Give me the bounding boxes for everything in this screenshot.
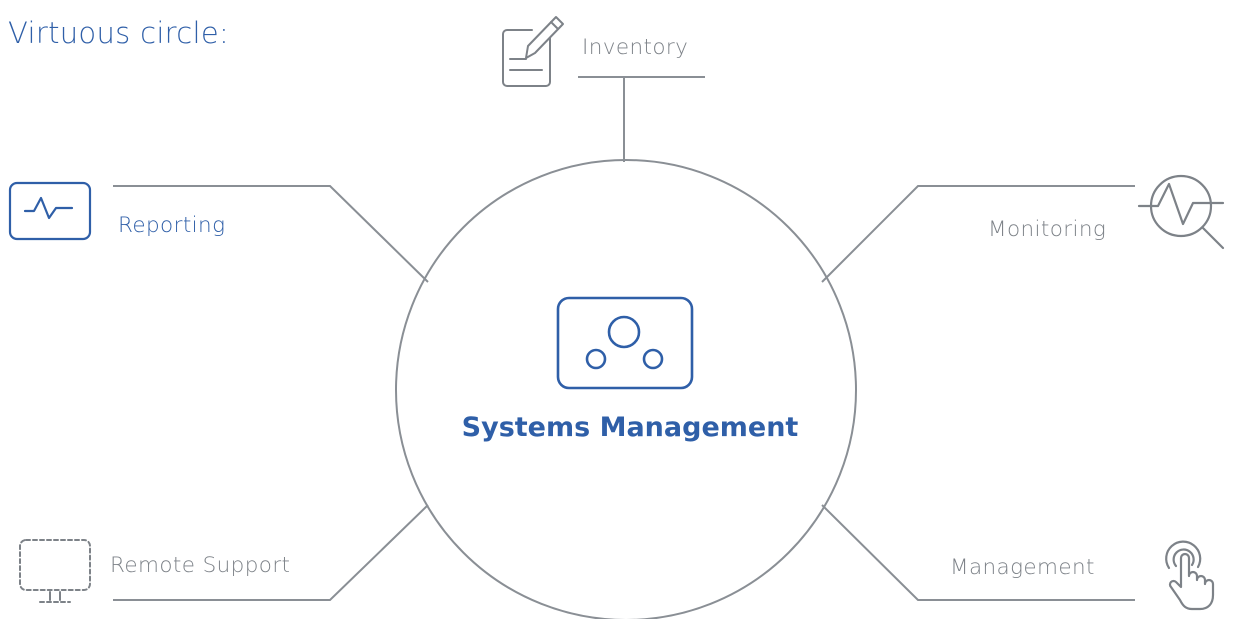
systems-management-icon <box>556 296 694 390</box>
reporting-label: Reporting <box>118 213 226 238</box>
central-circle <box>395 159 857 619</box>
monitoring-label: Monitoring <box>988 217 1107 242</box>
page-title: Virtuous circle: <box>8 16 230 50</box>
inventory-label: Inventory <box>582 35 689 60</box>
monitoring-connector <box>821 185 1135 283</box>
management-connector <box>821 504 1135 601</box>
activity-screen-icon <box>8 181 92 241</box>
management-label: Management <box>950 555 1095 580</box>
reporting-connector <box>113 185 429 283</box>
touch-hand-icon <box>1165 540 1215 611</box>
center-title: Systems Management <box>461 412 799 443</box>
pulse-magnifier-icon <box>1137 174 1225 250</box>
remote-support-connector <box>113 504 429 601</box>
remote-support-label: Remote Support <box>110 553 291 578</box>
monitor-dashed-icon <box>19 539 91 603</box>
edit-document-icon <box>502 16 564 87</box>
